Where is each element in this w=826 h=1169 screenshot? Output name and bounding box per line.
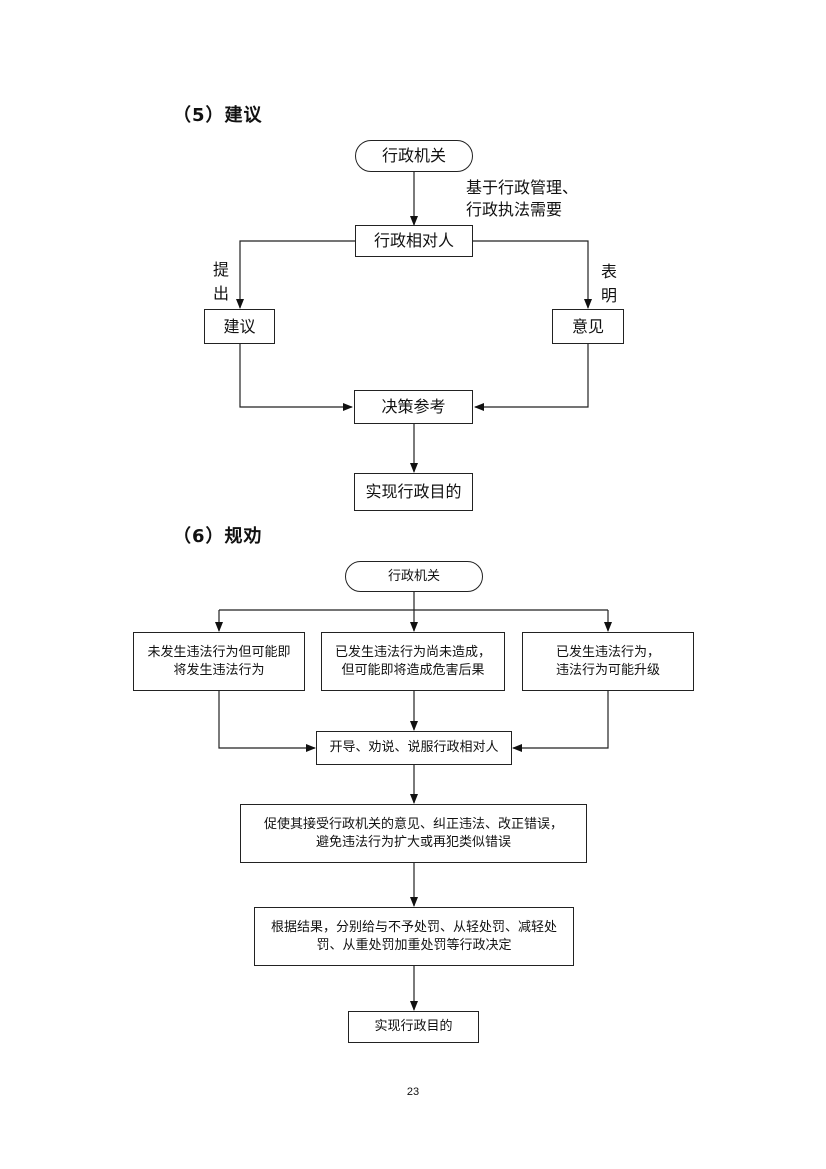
node-goal-5: 实现行政目的 (354, 473, 473, 511)
node-counterparty: 行政相对人 (355, 225, 473, 257)
basis-note-line2: 行政执法需要 (466, 200, 563, 220)
node-suggestion: 建议 (204, 309, 275, 344)
node-case-occurred-no-harm: 已发生违法行为尚未造成， 但可能即将造成危害后果 (321, 632, 505, 691)
result-line1: 根据结果，分别给与不予处罚、从轻处罚、减轻处 (270, 919, 557, 935)
node-accept-correction: 促使其接受行政机关的意见、纠正违法、改正错误， 避免违法行为扩大或再犯类似错误 (240, 804, 587, 863)
edge-label-express-char2: 明 (600, 286, 617, 305)
page-number: 23 (406, 1086, 420, 1098)
line-case1-to-persuade (218, 691, 316, 752)
node-suggestion-label: 建议 (223, 316, 256, 336)
line-suggestion-to-decision (239, 344, 353, 411)
node-goal-6: 实现行政目的 (348, 1011, 479, 1043)
line-party-to-suggestion (236, 240, 355, 309)
node-case-may-escalate: 已发生违法行为， 违法行为可能升级 (522, 632, 694, 691)
node-decision-reference-label: 决策参考 (381, 397, 446, 417)
basis-note: 基于行政管理、 行政执法需要 (466, 177, 578, 222)
node-goal-6-label: 实现行政目的 (374, 1019, 453, 1035)
result-line2: 罚、从重处罚加重处罚等行政决定 (316, 937, 512, 953)
line-party-to-opinion (472, 240, 592, 309)
case-escalate-line1: 已发生违法行为， (555, 644, 660, 660)
case-potential-line1: 未发生违法行为但可能即 (147, 644, 291, 660)
accept-line2: 避免违法行为扩大或再犯类似错误 (315, 834, 511, 850)
node-admin-organ-6-label: 行政机关 (387, 568, 440, 584)
node-opinion-label: 意见 (571, 316, 604, 336)
case-escalate-line2: 违法行为可能升级 (555, 662, 660, 678)
edge-label-propose-char1: 提 (212, 260, 229, 279)
section-5-title: （5）建议 (173, 105, 263, 126)
accept-line1: 促使其接受行政机关的意见、纠正违法、改正错误， (263, 816, 563, 832)
node-persuade: 开导、劝说、说服行政相对人 (316, 731, 512, 765)
node-opinion: 意见 (552, 309, 624, 344)
node-goal-5-label: 实现行政目的 (365, 482, 462, 502)
node-result-decision: 根据结果，分别给与不予处罚、从轻处罚、减轻处 罚、从重处罚加重处罚等行政决定 (254, 907, 574, 966)
edge-label-propose: 提 出 (212, 258, 230, 306)
section-6-title: （6）规劝 (173, 526, 263, 547)
node-decision-reference: 决策参考 (354, 390, 473, 424)
node-admin-organ: 行政机关 (355, 140, 473, 172)
edge-label-express: 表 明 (600, 260, 618, 308)
line-opinion-to-decision (474, 344, 589, 411)
node-admin-organ-6: 行政机关 (345, 561, 483, 592)
node-persuade-label: 开导、劝说、说服行政相对人 (329, 740, 499, 756)
node-counterparty-label: 行政相对人 (373, 231, 454, 251)
edge-label-express-char1: 表 (600, 262, 617, 281)
case-occurred-line1: 已发生违法行为尚未造成， (334, 644, 491, 660)
case-potential-line2: 将发生违法行为 (173, 662, 265, 678)
node-admin-organ-label: 行政机关 (381, 146, 446, 166)
basis-note-line1: 基于行政管理、 (466, 178, 579, 197)
node-case-potential: 未发生违法行为但可能即 将发生违法行为 (133, 632, 305, 691)
case-occurred-line2: 但可能即将造成危害后果 (341, 662, 485, 678)
edge-label-propose-char2: 出 (212, 284, 229, 303)
line-case3-to-persuade (512, 691, 609, 752)
